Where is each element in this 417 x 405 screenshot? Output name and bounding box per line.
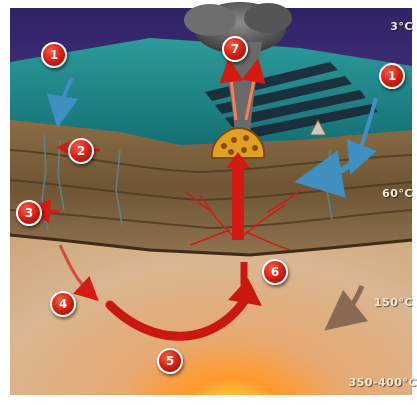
step-marker-1-right: 1 — [379, 63, 405, 89]
temperature-60c-label: 60°C — [382, 187, 413, 200]
step-marker-1-left: 1 — [41, 42, 67, 68]
step-marker-6: 6 — [262, 259, 288, 285]
temperature-350-400c-label: 350-400°C — [348, 376, 417, 389]
step-marker-3: 3 — [16, 200, 42, 226]
temperature-3c-label: 3°C — [390, 20, 413, 33]
step-marker-7: 7 — [222, 36, 248, 62]
step-marker-2: 2 — [68, 138, 94, 164]
temperature-150c-label: 150°C — [374, 296, 413, 309]
step-marker-5: 5 — [157, 348, 183, 374]
step-marker-4: 4 — [50, 291, 76, 317]
